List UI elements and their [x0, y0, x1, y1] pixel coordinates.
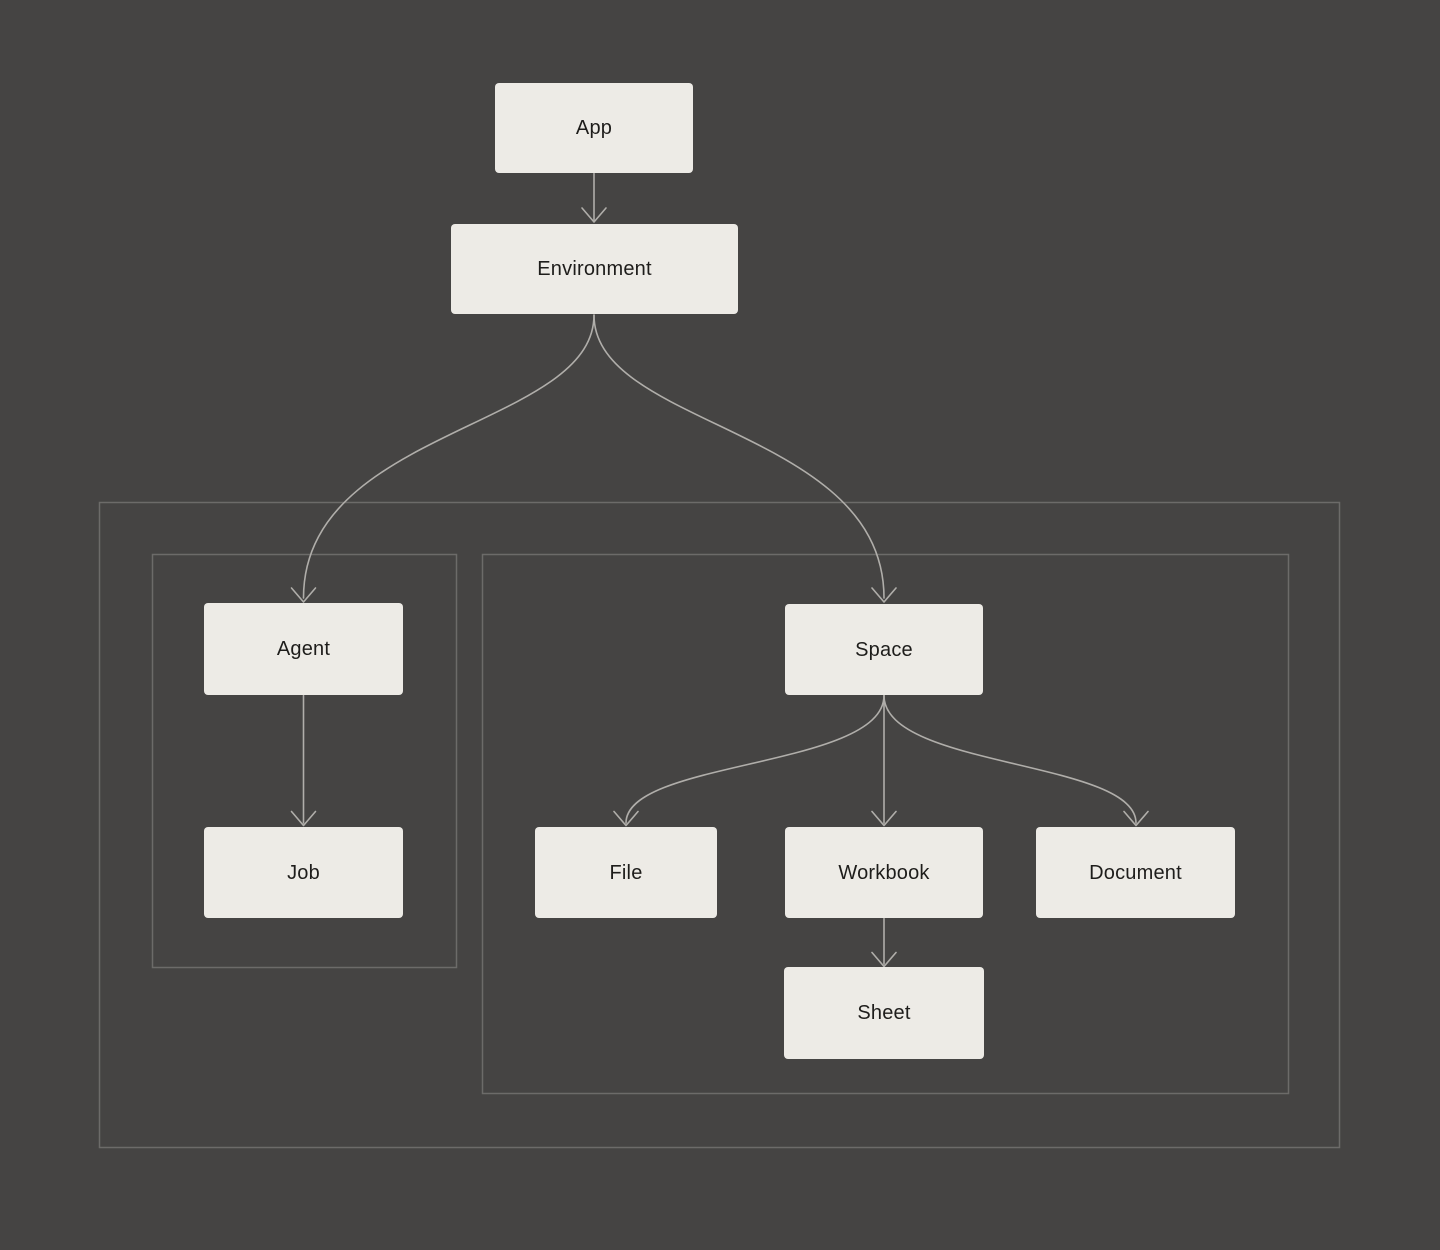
node-job-label: Job	[287, 861, 320, 884]
node-app-label: App	[575, 117, 613, 139]
group-outer-rect	[98, 501, 1341, 1149]
node-environment: Environment	[451, 224, 738, 314]
node-workbook: Workbook	[785, 827, 983, 918]
arrowhead-icon	[871, 810, 897, 827]
edge-line	[302, 314, 595, 599]
node-file: File	[535, 827, 717, 918]
node-sheet: Sheet	[784, 967, 984, 1059]
node-job: Job	[204, 827, 403, 918]
node-agent-label: Agent	[276, 638, 331, 660]
edge-space-file	[613, 694, 885, 827]
arrowhead-icon	[290, 810, 317, 827]
edge-line	[625, 694, 885, 824]
group-agent-scope-rect	[151, 553, 458, 969]
node-environment-label: Environment	[537, 258, 652, 280]
arrowhead-icon	[871, 587, 897, 603]
arrowhead-icon	[871, 951, 897, 968]
edge-environment-space	[593, 314, 897, 603]
node-document-label: Document	[1089, 861, 1182, 884]
edge-space-workbook	[871, 694, 897, 827]
node-agent: Agent	[204, 603, 403, 695]
edge-space-document	[883, 694, 1149, 827]
edge-agent-job	[290, 694, 317, 827]
edge-app-environment	[581, 172, 607, 223]
node-space: Space	[785, 604, 983, 695]
arrowhead-icon	[613, 810, 639, 827]
arrowhead-icon	[290, 587, 317, 603]
group-space-scope-rect	[481, 553, 1290, 1095]
node-space-label: Space	[855, 638, 913, 661]
node-sheet-label: Sheet	[857, 1002, 911, 1024]
node-document: Document	[1036, 827, 1235, 918]
arrowhead-icon	[581, 207, 607, 223]
node-file-label: File	[609, 861, 643, 884]
edge-workbook-sheet	[871, 917, 897, 968]
edge-line	[593, 314, 885, 599]
node-app: App	[495, 83, 693, 173]
node-workbook-label: Workbook	[838, 861, 930, 884]
edge-environment-agent	[290, 314, 595, 603]
arrowhead-icon	[1123, 810, 1149, 827]
edge-line	[883, 694, 1137, 824]
